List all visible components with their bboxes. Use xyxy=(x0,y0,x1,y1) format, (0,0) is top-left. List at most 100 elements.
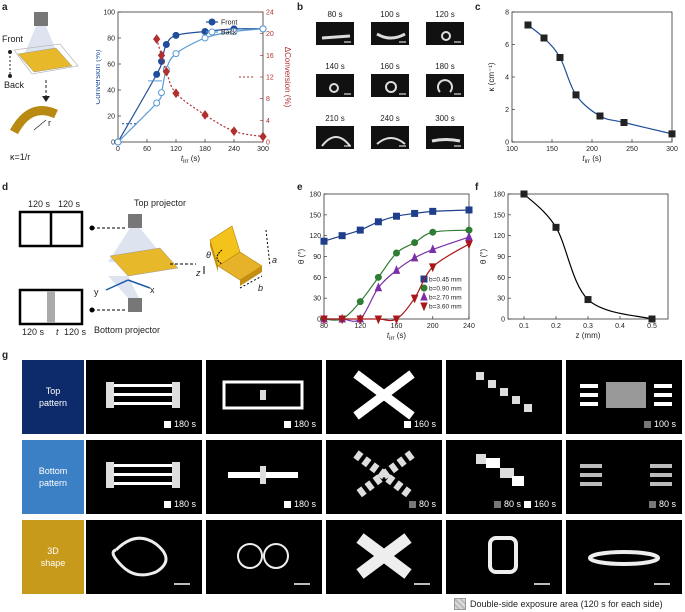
y-axis-label: κ (cm⁻¹) xyxy=(488,62,496,91)
x-tick-label: 0.1 xyxy=(519,323,529,330)
time-label: 160 s xyxy=(533,499,556,509)
panel-label-b: b xyxy=(297,2,304,13)
y-tick-label: 180 xyxy=(493,192,505,199)
time-swatch-icon xyxy=(523,500,531,508)
data-point-1 xyxy=(374,273,382,281)
time-swatch-icon xyxy=(643,420,651,428)
curvature-point xyxy=(540,34,548,42)
exposure-time: 80 s xyxy=(648,499,676,509)
pattern-tile: 160 s xyxy=(326,360,442,434)
curved-film xyxy=(10,106,58,135)
y2-tick-label: 4 xyxy=(266,118,270,125)
x-tick-label: 160 xyxy=(391,323,403,330)
z-label: z xyxy=(196,268,201,278)
time-swatch-icon xyxy=(283,500,291,508)
x-tick-label: 0 xyxy=(116,146,120,153)
data-point-0 xyxy=(393,212,400,220)
data-point-1 xyxy=(393,249,400,257)
x-tick-label: 200 xyxy=(586,146,598,153)
legend-marker xyxy=(208,28,216,36)
exposure-time: 80 s xyxy=(408,499,436,509)
frame-image xyxy=(371,126,409,149)
x-tick-label: 80 xyxy=(320,323,328,330)
frame-time-label: 160 s xyxy=(380,62,400,71)
top-time-left: 120 s xyxy=(28,199,51,209)
bottom-time-right: 120 s xyxy=(64,327,87,337)
y-axis-label: θ (°) xyxy=(297,249,306,265)
legend-marker xyxy=(420,284,428,292)
pattern-tile xyxy=(206,520,322,594)
data-point-1 xyxy=(411,239,419,247)
curvature-point xyxy=(524,21,532,29)
bottom-time-variable: t xyxy=(56,327,59,337)
data-point-1 xyxy=(230,28,238,35)
pattern-tile: 180 s xyxy=(86,360,202,434)
data-point-1 xyxy=(158,89,165,97)
data-point-2 xyxy=(259,131,267,142)
pattern-tile: 80 s xyxy=(326,440,442,514)
data-point-1 xyxy=(259,25,267,33)
legend-text: Double-side exposure area (120 s for eac… xyxy=(470,599,663,609)
data-point-3 xyxy=(356,315,365,325)
data-point-1 xyxy=(114,138,122,146)
data-point-2 xyxy=(428,244,437,254)
frame-image xyxy=(426,22,464,45)
x-tick-label: 100 xyxy=(506,146,518,153)
curvature-point xyxy=(556,54,564,61)
pattern-tile: 180 s xyxy=(206,440,322,514)
y-tick-label: 120 xyxy=(309,233,321,240)
legend-marker xyxy=(420,291,428,301)
y2-axis-label: ΔConversion (%) xyxy=(283,47,291,108)
y-tick-label: 6 xyxy=(505,42,509,49)
series-line-0 xyxy=(117,28,264,143)
curvature-point xyxy=(572,91,580,99)
data-point-2 xyxy=(162,66,170,77)
x-tick-label: 300 xyxy=(257,146,269,153)
frame-image xyxy=(371,22,409,45)
y2-tick-label: 0 xyxy=(266,140,270,147)
x-tick-label: 60 xyxy=(143,146,151,153)
frame-time-label: 140 s xyxy=(325,62,345,71)
frame-time-label: 300 s xyxy=(435,114,455,123)
exposure-time: 100 s xyxy=(643,419,676,429)
data-point-1 xyxy=(429,228,437,236)
time-label: 180 s xyxy=(173,419,196,429)
data-point-0 xyxy=(374,218,382,226)
top-projector-icon xyxy=(34,12,48,26)
data-point-0 xyxy=(465,206,473,214)
row-label-0: Top pattern xyxy=(22,360,84,434)
time-label: 180 s xyxy=(293,419,316,429)
panel-label-c: c xyxy=(475,2,481,13)
y2-tick-label: 8 xyxy=(266,96,270,103)
y-tick-label: 60 xyxy=(107,62,115,69)
x-tick-label: 120 xyxy=(354,323,366,330)
back-label: Back xyxy=(4,80,25,90)
top-time-right: 120 s xyxy=(58,199,81,209)
y-tick-label: 100 xyxy=(103,10,115,17)
y-tick-label: 150 xyxy=(309,212,321,219)
y-tick-label: 90 xyxy=(313,254,321,261)
time-label: 180 s xyxy=(293,499,316,509)
time-label: 160 s xyxy=(413,419,436,429)
double-exposure-swatch-icon xyxy=(454,598,466,610)
data-point-0 xyxy=(320,237,328,245)
y-tick-label: 4 xyxy=(505,75,509,82)
y-tick-label: 30 xyxy=(313,296,321,303)
x-tick-label: 0.2 xyxy=(551,323,561,330)
x-axis-label: tirr (s) xyxy=(582,154,601,165)
front-label: Front xyxy=(2,34,24,44)
series-line-1 xyxy=(117,28,264,143)
data-point-3 xyxy=(428,263,437,273)
pattern-tile: 80 s xyxy=(566,440,682,514)
data-point-0 xyxy=(162,41,170,48)
pattern-tile: 100 s xyxy=(566,360,682,434)
data-point-3 xyxy=(392,315,401,325)
data-point-0 xyxy=(411,209,419,217)
frame-image xyxy=(426,74,464,97)
data-point-2 xyxy=(392,265,401,274)
frame-image xyxy=(371,74,409,97)
